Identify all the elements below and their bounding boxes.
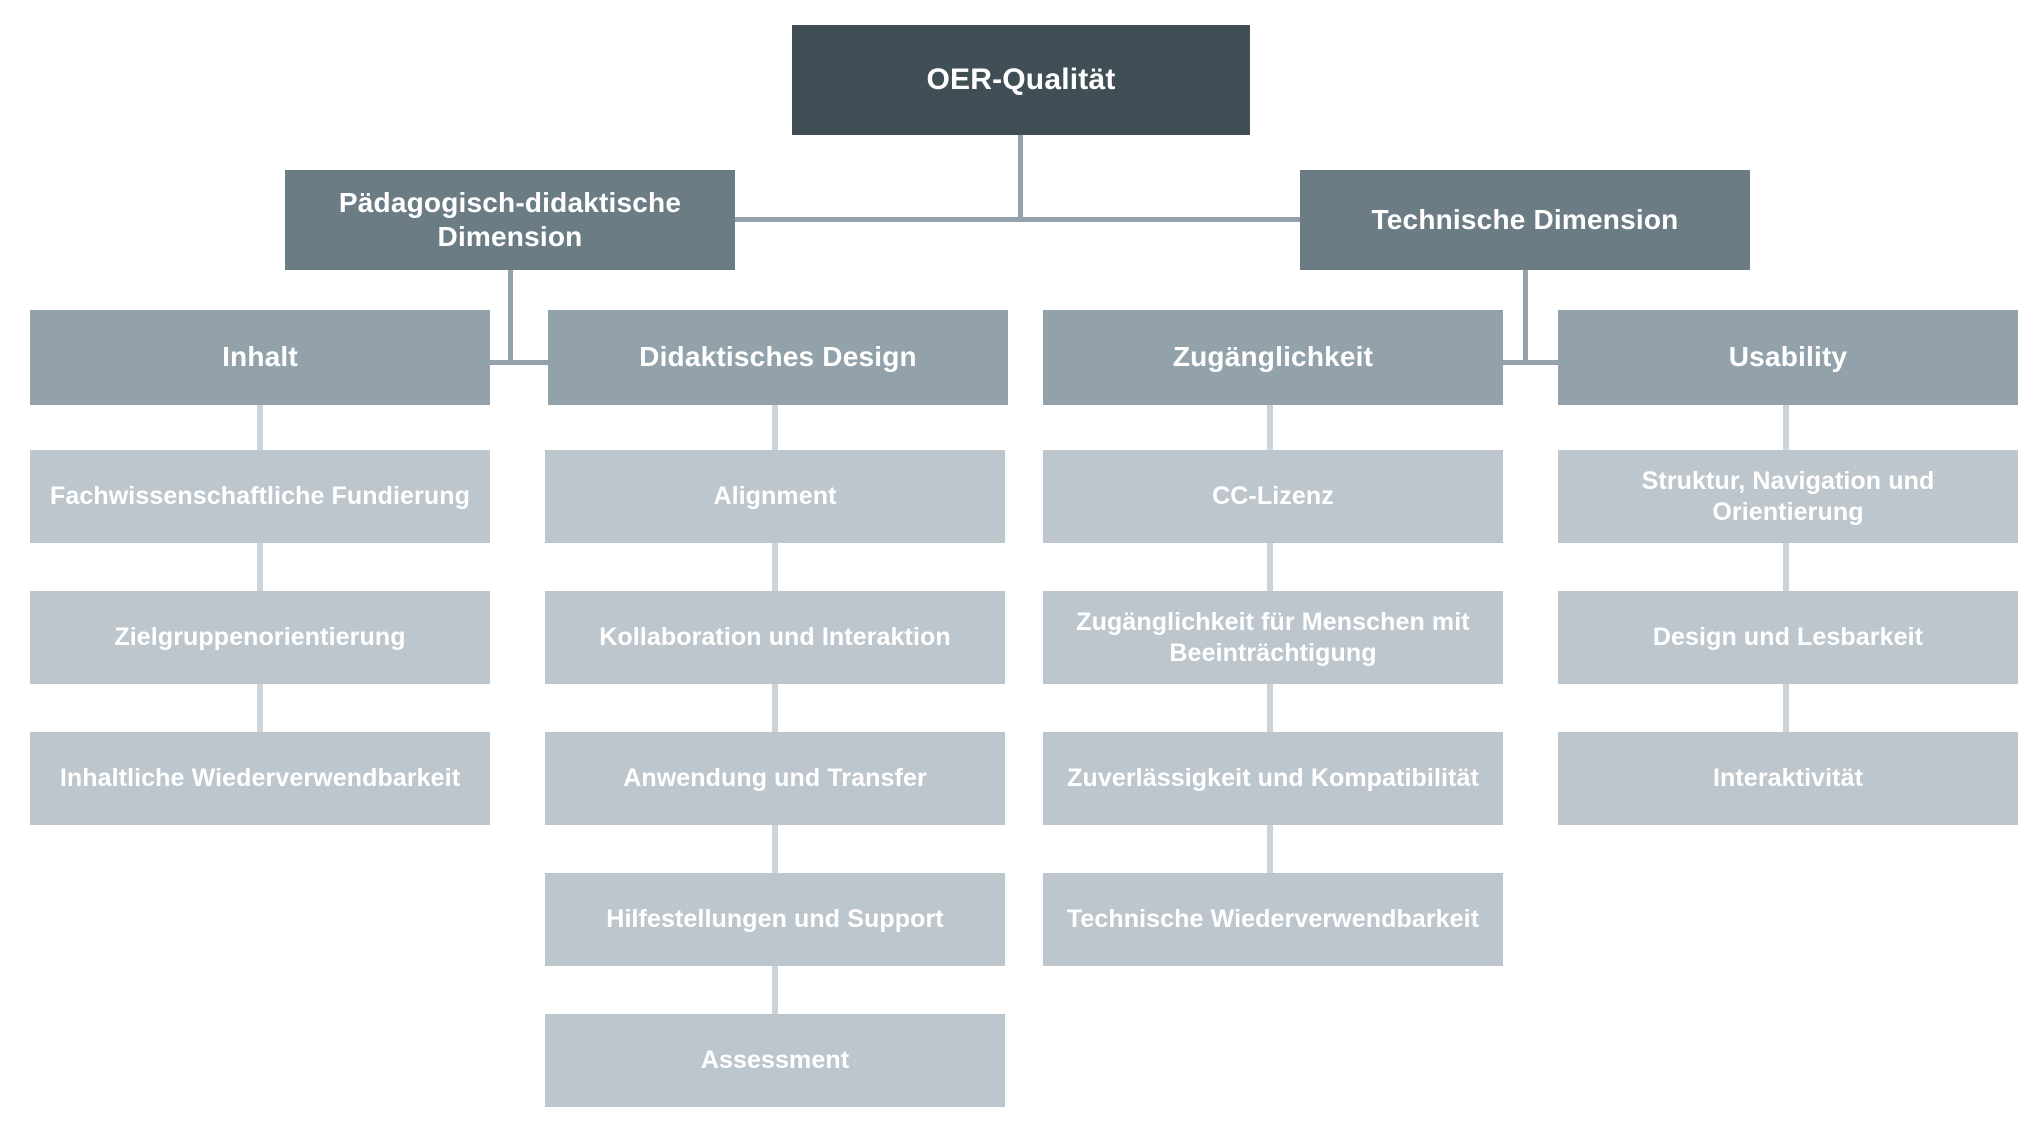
node-category-zugaenglichkeit[interactable]: Zugänglichkeit	[1043, 310, 1503, 405]
node-category-usability[interactable]: Usability	[1558, 310, 2018, 405]
connector-root-stem	[1018, 135, 1023, 220]
connector-spine-col2	[772, 405, 778, 1023]
node-leaf-inhaltliche-wiederverwendbarkeit[interactable]: Inhaltliche Wiederverwendbarkeit	[30, 732, 490, 825]
connector-pedagogical-bar	[490, 360, 548, 365]
connector-spine-col4	[1783, 405, 1789, 742]
node-leaf-fachwissenschaftliche-fundierung[interactable]: Fachwissenschaftliche Fundierung	[30, 450, 490, 543]
node-label: Fachwissenschaftliche Fundierung	[50, 482, 470, 511]
node-leaf-zuverlaessigkeit-und-kompatibilitaet[interactable]: Zuverlässigkeit und Kompatibilität	[1043, 732, 1503, 825]
node-label: Technische Wiederverwendbarkeit	[1066, 905, 1480, 934]
node-label: Kollaboration und Interaktion	[599, 623, 951, 652]
node-category-inhalt[interactable]: Inhalt	[30, 310, 490, 405]
node-label: Zielgruppenorientierung	[114, 623, 406, 652]
node-leaf-design-und-lesbarkeit[interactable]: Design und Lesbarkeit	[1558, 591, 2018, 684]
node-label: Pädagogisch-didaktische Dimension	[338, 186, 682, 252]
node-label: Anwendung und Transfer	[623, 764, 927, 793]
node-leaf-cc-lizenz[interactable]: CC-Lizenz	[1043, 450, 1503, 543]
node-leaf-anwendung-und-transfer[interactable]: Anwendung und Transfer	[545, 732, 1005, 825]
node-leaf-assessment[interactable]: Assessment	[545, 1014, 1005, 1107]
node-label: Hilfestellungen und Support	[606, 905, 944, 934]
node-leaf-technische-wiederverwendbarkeit[interactable]: Technische Wiederverwendbarkeit	[1043, 873, 1503, 966]
connector-pedagogical-stem	[508, 270, 513, 363]
node-label: OER-Qualität	[926, 62, 1116, 96]
node-category-didaktisches-design[interactable]: Didaktisches Design	[548, 310, 1008, 405]
node-label: Usability	[1728, 341, 1848, 373]
node-label: Assessment	[700, 1046, 850, 1075]
node-label: Alignment	[713, 482, 837, 511]
connector-dimension-bar	[735, 217, 1300, 222]
connector-technical-stem	[1523, 270, 1528, 363]
node-label: Design und Lesbarkeit	[1652, 623, 1924, 652]
node-label: Struktur, Navigation und Orientierung	[1641, 467, 1935, 526]
node-leaf-interaktivitaet[interactable]: Interaktivität	[1558, 732, 2018, 825]
node-leaf-zielgruppenorientierung[interactable]: Zielgruppenorientierung	[30, 591, 490, 684]
node-label: Zuverlässigkeit und Kompatibilität	[1067, 764, 1479, 793]
node-leaf-hilfestellungen-und-support[interactable]: Hilfestellungen und Support	[545, 873, 1005, 966]
node-root-oer-qualitaet[interactable]: OER-Qualität	[792, 25, 1250, 135]
node-label: Interaktivität	[1712, 764, 1864, 793]
node-label: Technische Dimension	[1371, 203, 1679, 235]
node-label: Zugänglichkeit	[1172, 341, 1374, 373]
connector-technical-bar	[1500, 360, 1558, 365]
node-leaf-kollaboration-und-interaktion[interactable]: Kollaboration und Interaktion	[545, 591, 1005, 684]
node-label: Inhalt	[222, 341, 298, 373]
node-leaf-struktur-navigation-und-orientierung[interactable]: Struktur, Navigation und Orientierung	[1558, 450, 2018, 543]
node-dimension-paedagogisch-didaktisch[interactable]: Pädagogisch-didaktische Dimension	[285, 170, 735, 270]
node-label: CC-Lizenz	[1212, 482, 1334, 511]
connector-spine-col1	[257, 405, 263, 742]
node-label: Zugänglichkeit für Menschen mit Beeinträ…	[1076, 608, 1470, 667]
node-label: Didaktisches Design	[639, 341, 917, 373]
node-label: Inhaltliche Wiederverwendbarkeit	[59, 764, 461, 793]
node-leaf-zugaenglichkeit-fuer-menschen-mit-beeintraechtigung[interactable]: Zugänglichkeit für Menschen mit Beeinträ…	[1043, 591, 1503, 684]
node-dimension-technisch[interactable]: Technische Dimension	[1300, 170, 1750, 270]
node-leaf-alignment[interactable]: Alignment	[545, 450, 1005, 543]
